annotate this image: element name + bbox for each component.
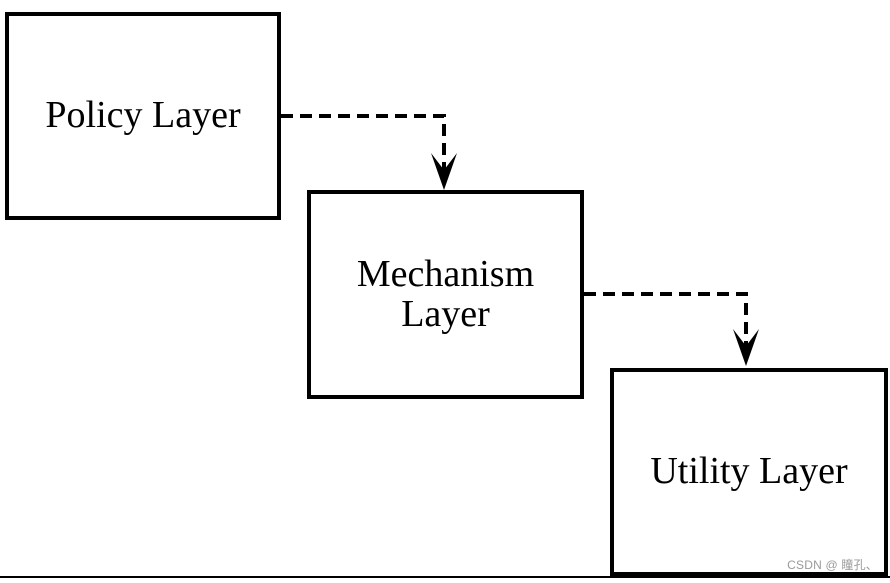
- bottom-rule: [0, 576, 890, 578]
- mechanism-layer-label-line-1: Mechanism: [356, 252, 535, 295]
- policy-layer-box: Policy Layer: [5, 12, 281, 220]
- mechanism-to-utility-arrow: [584, 292, 748, 358]
- utility-layer-label: Utility Layer: [650, 450, 848, 493]
- mechanism-layer-label-line-2: Layer: [401, 292, 490, 335]
- watermark-text: CSDN @ 瞳孔、: [787, 558, 878, 572]
- policy-to-mechanism-arrow: [281, 114, 446, 182]
- mechanism-to-utility-arrowhead: [733, 329, 759, 366]
- policy-layer-label: Policy Layer: [45, 94, 241, 137]
- mechanism-layer-label: Mechanism Layer: [356, 252, 535, 335]
- policy-to-mechanism-arrowhead: [431, 153, 457, 190]
- mechanism-layer-box: Mechanism Layer: [307, 190, 584, 399]
- utility-layer-box: Utility Layer: [610, 368, 888, 576]
